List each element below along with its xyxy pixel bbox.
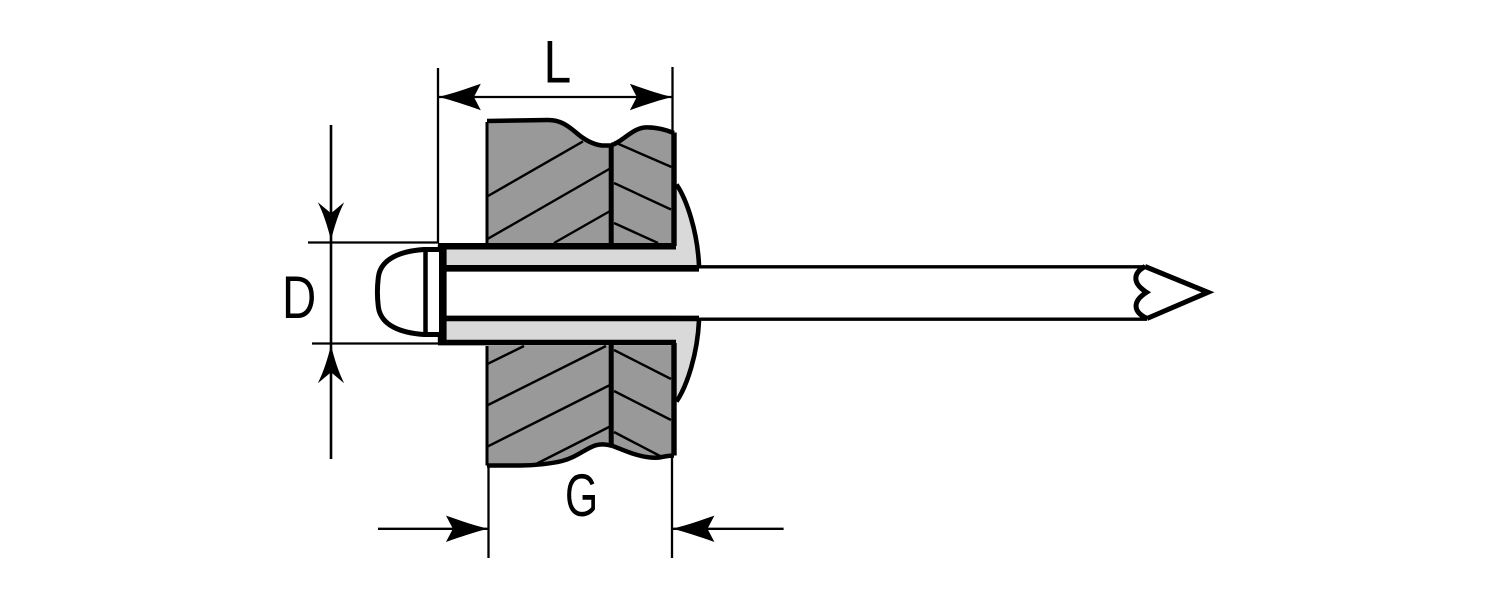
- svg-text:L: L: [544, 28, 572, 95]
- svg-text:D: D: [282, 265, 316, 332]
- svg-text:G: G: [565, 463, 598, 530]
